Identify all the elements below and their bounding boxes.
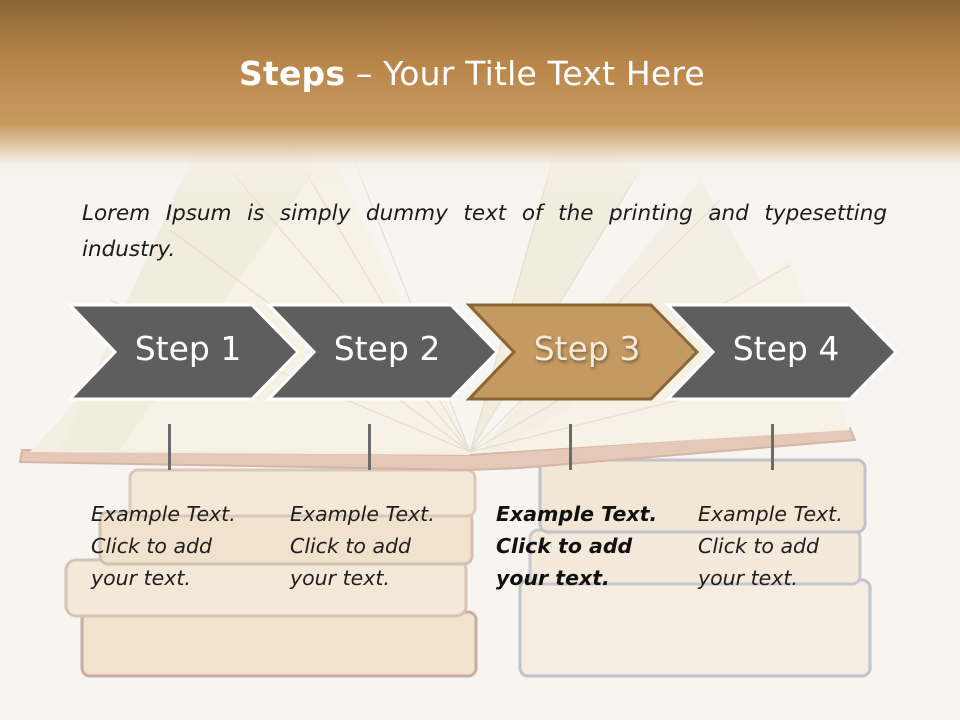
step-connector-3 (569, 424, 572, 470)
intro-text: Lorem Ipsum is simply dummy text of the … (82, 201, 887, 262)
title-rest: – Your Title Text Here (345, 54, 705, 93)
step-label-1: Step 1 (134, 329, 242, 368)
step-text-1[interactable]: Example Text. Click to add your text. (91, 502, 236, 590)
title-band (0, 0, 960, 200)
step-label-4: Step 4 (732, 329, 840, 368)
step-label-3: Step 3 (533, 329, 641, 368)
step-label-2: Step 2 (333, 329, 441, 368)
step-text-2[interactable]: Example Text. Click to add your text. (290, 502, 435, 590)
step-connector-4 (771, 424, 774, 470)
step-text-3[interactable]: Example Text. Click to add your text. (496, 502, 658, 590)
step-chevron-3[interactable] (465, 303, 700, 401)
step-text-4[interactable]: Example Text. Click to add your text. (698, 502, 843, 590)
slide-title: Steps – Your Title Text Here (0, 52, 944, 96)
step-chevron-2[interactable] (265, 303, 500, 401)
step-chevron-1[interactable] (66, 303, 301, 401)
step-chevrons (0, 300, 960, 404)
step-connector-2 (368, 424, 371, 470)
step-connector-1 (168, 424, 171, 470)
title-bold: Steps (239, 54, 346, 93)
step-chevron-4[interactable] (664, 303, 899, 401)
